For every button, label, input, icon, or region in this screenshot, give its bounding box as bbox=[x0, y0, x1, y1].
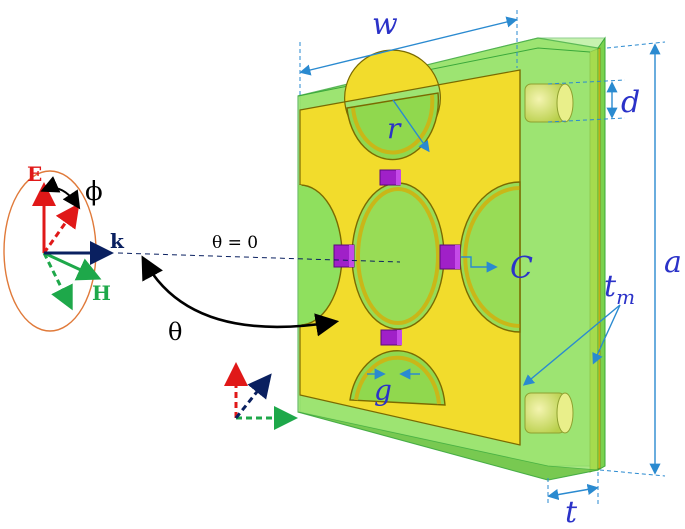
h-field-rotated-arrow bbox=[42, 252, 73, 311]
label-d: d bbox=[621, 85, 640, 120]
label-g: g bbox=[374, 374, 392, 407]
dimension-tm bbox=[522, 304, 621, 386]
label-r: r bbox=[387, 112, 402, 145]
phi-arc bbox=[40, 176, 81, 210]
label-theta-zero: θ = 0 bbox=[212, 233, 258, 253]
coordinate-axes bbox=[224, 362, 298, 430]
capacitor-top bbox=[379, 169, 401, 186]
dimension-t bbox=[547, 472, 599, 505]
label-E: E bbox=[27, 162, 42, 186]
rod-top bbox=[524, 83, 574, 123]
dimension-d bbox=[547, 79, 626, 123]
rod-bottom bbox=[524, 392, 574, 434]
label-t: t bbox=[565, 495, 578, 529]
polarization-ellipse bbox=[3, 170, 97, 332]
label-theta: θ bbox=[168, 318, 182, 346]
dimension-a bbox=[599, 41, 666, 477]
capacitor-bottom bbox=[380, 329, 402, 346]
label-H: H bbox=[92, 281, 111, 305]
dimension-r bbox=[392, 99, 430, 153]
e-field-rotated-arrow bbox=[42, 203, 80, 254]
label-k: k bbox=[110, 229, 125, 253]
capacitor-pointer bbox=[461, 256, 498, 273]
h-field-arrow bbox=[43, 251, 102, 281]
incidence-axis bbox=[117, 252, 401, 263]
label-a: a bbox=[664, 245, 682, 280]
capacitor-right bbox=[439, 244, 461, 270]
dimension-w bbox=[299, 10, 518, 96]
capacitor-left bbox=[333, 244, 355, 268]
label-phi: ϕ bbox=[85, 177, 103, 207]
label-tm: tm bbox=[604, 269, 635, 309]
label-w: w bbox=[372, 7, 398, 42]
theta-arc bbox=[141, 255, 340, 337]
label-C: C bbox=[510, 251, 533, 286]
